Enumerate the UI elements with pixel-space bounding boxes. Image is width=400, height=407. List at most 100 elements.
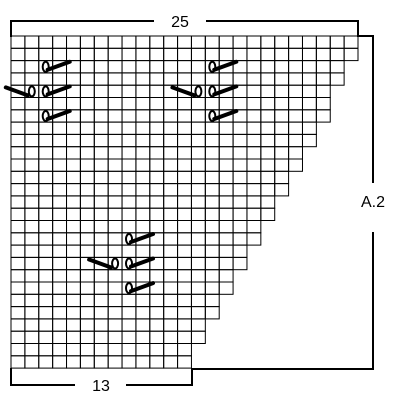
stitch-cell — [149, 60, 165, 74]
stitch-cell — [177, 72, 192, 86]
stitch-cell — [135, 97, 151, 111]
stitch-cell — [218, 35, 234, 49]
stitch-cell — [107, 35, 123, 49]
stitch-cell — [288, 121, 303, 135]
stitch-cell — [93, 109, 109, 123]
stitch-cell — [38, 244, 54, 258]
stitch-cell — [246, 72, 262, 86]
stitch-loop-with-diagonal-strand-icon — [41, 59, 72, 73]
stitch-cell — [163, 269, 179, 283]
stitch-cell — [79, 47, 95, 62]
stitch-cell — [93, 183, 109, 197]
stitch-cell — [93, 35, 109, 49]
stitch-cell — [163, 133, 179, 148]
stitch-cell — [38, 330, 54, 345]
stitch-cell — [177, 170, 192, 185]
stitch-cell — [79, 269, 95, 283]
stitch-cell — [121, 293, 137, 308]
stitch-cell — [107, 121, 123, 135]
stitch-cell — [315, 60, 331, 74]
stitch-cell — [52, 97, 68, 111]
stitch-cell — [177, 318, 192, 332]
stitch-cell — [121, 269, 137, 283]
stitch-cell — [163, 330, 179, 345]
stitch-cell — [121, 170, 137, 185]
stitch-cell — [288, 72, 303, 86]
stitch-cell — [66, 133, 81, 148]
stitch-cell — [10, 343, 26, 357]
stitch-cell — [135, 47, 151, 62]
stitch-cell — [52, 183, 68, 197]
stitch-cell — [24, 170, 40, 185]
stitch-cell — [66, 281, 81, 295]
stitch-cell — [301, 109, 317, 123]
stitch-cell — [52, 121, 68, 135]
stitch-cell — [204, 72, 220, 86]
stitch-cell — [24, 133, 40, 148]
stitch-cell — [232, 97, 248, 111]
stitch-cell — [93, 281, 109, 295]
stitch-cell — [163, 355, 179, 369]
stitch-cell — [177, 207, 192, 221]
stitch-cell — [163, 256, 179, 271]
stitch-cell — [79, 355, 95, 369]
stitch-cell — [149, 35, 165, 49]
stitch-cell — [66, 35, 81, 49]
stitch-cell — [24, 281, 40, 295]
stitch-cell — [38, 355, 54, 369]
stitch-cell — [218, 207, 234, 221]
stitch-cell — [121, 146, 137, 160]
stitch-cell — [163, 183, 179, 197]
stitch-cell — [66, 269, 81, 283]
stitch-cell — [288, 133, 303, 148]
stitch-cell — [66, 318, 81, 332]
stitch-cell — [52, 146, 68, 160]
stitch-cell — [10, 195, 26, 209]
stitch-cell — [177, 232, 192, 246]
stitch-cell — [288, 146, 303, 160]
stitch-cell — [163, 35, 179, 49]
stitch-cell — [315, 35, 331, 49]
stitch-cell — [204, 121, 220, 135]
stitch-cell — [93, 195, 109, 209]
stitch-cell — [38, 97, 54, 111]
stitch-cell — [177, 35, 192, 49]
stitch-cell — [10, 281, 26, 295]
stitch-cell — [190, 244, 206, 258]
stitch-cell — [274, 121, 290, 135]
stitch-cell — [38, 146, 54, 160]
stitch-cell — [260, 47, 276, 62]
stitch-cell — [149, 343, 165, 357]
stitch-cell — [177, 220, 192, 234]
stitch-cell — [135, 195, 151, 209]
stitch-cell — [163, 72, 179, 86]
stitch-cell — [107, 343, 123, 357]
stitch-cell — [177, 60, 192, 74]
stitch-cell — [10, 269, 26, 283]
stitch-cell — [246, 109, 262, 123]
stitch-cell — [79, 318, 95, 332]
stitch-cell — [177, 47, 192, 62]
stitch-cell — [177, 183, 192, 197]
stitch-cell — [93, 269, 109, 283]
stitch-cell — [79, 170, 95, 185]
stitch-cell — [121, 47, 137, 62]
stitch-cell — [301, 133, 317, 148]
stitch-cell — [10, 133, 26, 148]
stitch-cell — [79, 195, 95, 209]
stitch-cell — [260, 109, 276, 123]
stitch-cell — [121, 195, 137, 209]
stitch-cell — [190, 293, 206, 308]
stitch-cell — [38, 293, 54, 308]
stitch-cell — [93, 244, 109, 258]
stitch-loop-with-diagonal-strand-icon — [87, 257, 120, 270]
stitch-cell — [204, 269, 220, 283]
stitch-cell — [246, 35, 262, 49]
stitch-cell — [93, 133, 109, 148]
stitch-cell — [66, 72, 81, 86]
stitch-cell — [66, 146, 81, 160]
stitch-cell — [232, 72, 248, 86]
stitch-cell — [121, 84, 137, 98]
stitch-cell — [190, 232, 206, 246]
stitch-cell — [93, 146, 109, 160]
